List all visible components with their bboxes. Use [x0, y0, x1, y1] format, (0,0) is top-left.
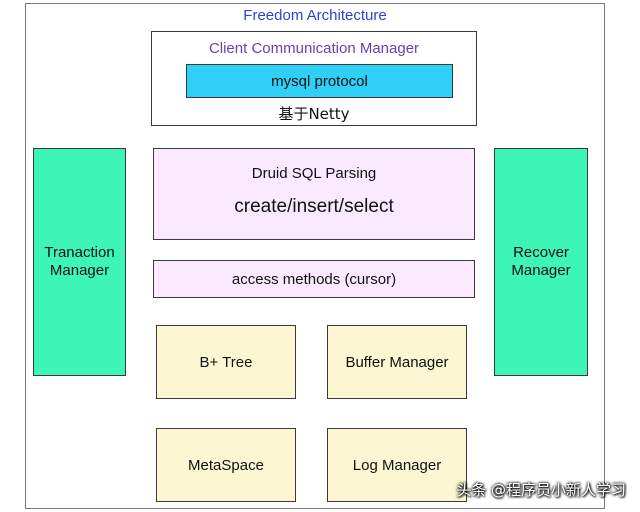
client-communication-manager-label: Client Communication Manager [208, 40, 420, 57]
metaspace-label: MetaSpace [188, 456, 264, 474]
diagram-title: Freedom Architecture [243, 7, 387, 24]
bplus-tree-box: B+ Tree [156, 325, 296, 399]
access-methods-label: access methods (cursor) [231, 270, 397, 288]
watermark-text: 头条 @程序员小新人学习 [456, 481, 626, 499]
recover-manager-label: Recover Manager [511, 244, 571, 279]
bplus-tree-label: B+ Tree [199, 353, 253, 371]
sql-statements-label: create/insert/select [234, 195, 394, 217]
buffer-manager-label: Buffer Manager [345, 353, 449, 371]
mysql-protocol-box: mysql protocol [186, 64, 453, 98]
recover-manager-box: Recover Manager [494, 148, 588, 376]
transaction-manager-box: Tranaction Manager [33, 148, 126, 376]
log-manager-box: Log Manager [327, 428, 467, 502]
netty-label: 基于Netty [278, 105, 350, 123]
log-manager-label: Log Manager [352, 456, 442, 474]
buffer-manager-box: Buffer Manager [327, 325, 467, 399]
mysql-protocol-label: mysql protocol [271, 72, 368, 90]
druid-sql-parsing-label: Druid SQL Parsing [251, 164, 377, 182]
metaspace-box: MetaSpace [156, 428, 296, 502]
transaction-manager-label: Tranaction Manager [44, 244, 115, 279]
druid-sql-parsing-box: Druid SQL Parsing create/insert/select [153, 148, 475, 240]
access-methods-box: access methods (cursor) [153, 260, 475, 298]
